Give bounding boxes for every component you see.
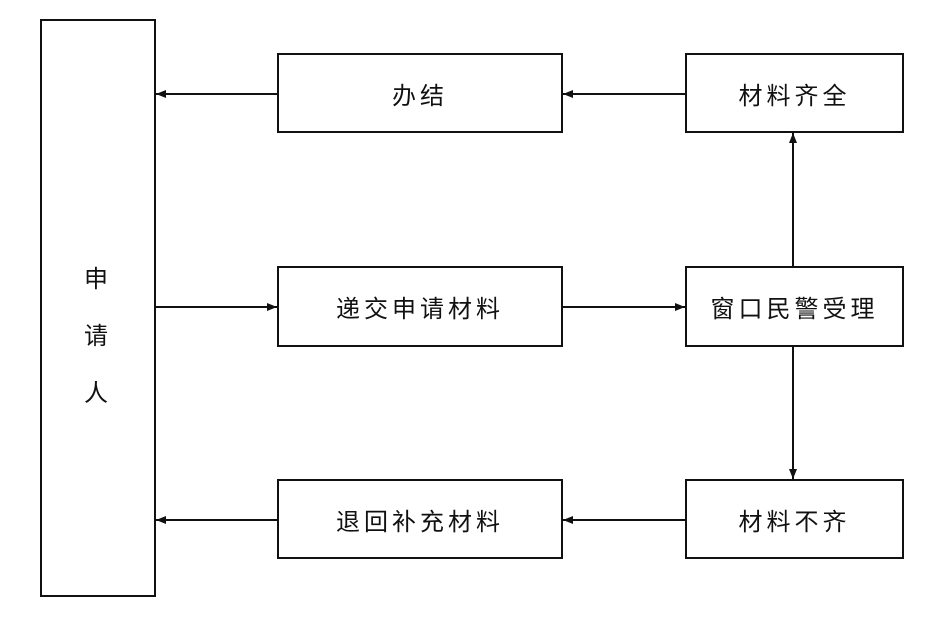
submit-materials-node: 递交申请材料	[277, 266, 563, 347]
applicant-char-1: 申	[84, 265, 112, 293]
submit-materials-label: 递交申请材料	[336, 295, 504, 323]
applicant-char-3: 人	[84, 379, 112, 407]
done-node: 办结	[277, 53, 563, 133]
applicant-box: 申 请 人	[40, 19, 156, 597]
materials-complete-label: 材料齐全	[738, 81, 851, 110]
window-police-node: 窗口民警受理	[685, 266, 904, 347]
done-label: 办结	[392, 81, 448, 110]
materials-complete-node: 材料齐全	[685, 53, 904, 133]
applicant-char-2: 请	[84, 322, 112, 350]
window-police-label: 窗口民警受理	[710, 295, 879, 323]
materials-incomplete-label: 材料不齐	[738, 507, 851, 536]
materials-incomplete-node: 材料不齐	[685, 479, 904, 559]
applicant-label: 申 请 人	[42, 251, 154, 422]
return-materials-label: 退回补充材料	[336, 507, 504, 536]
return-materials-node: 退回补充材料	[277, 479, 563, 559]
